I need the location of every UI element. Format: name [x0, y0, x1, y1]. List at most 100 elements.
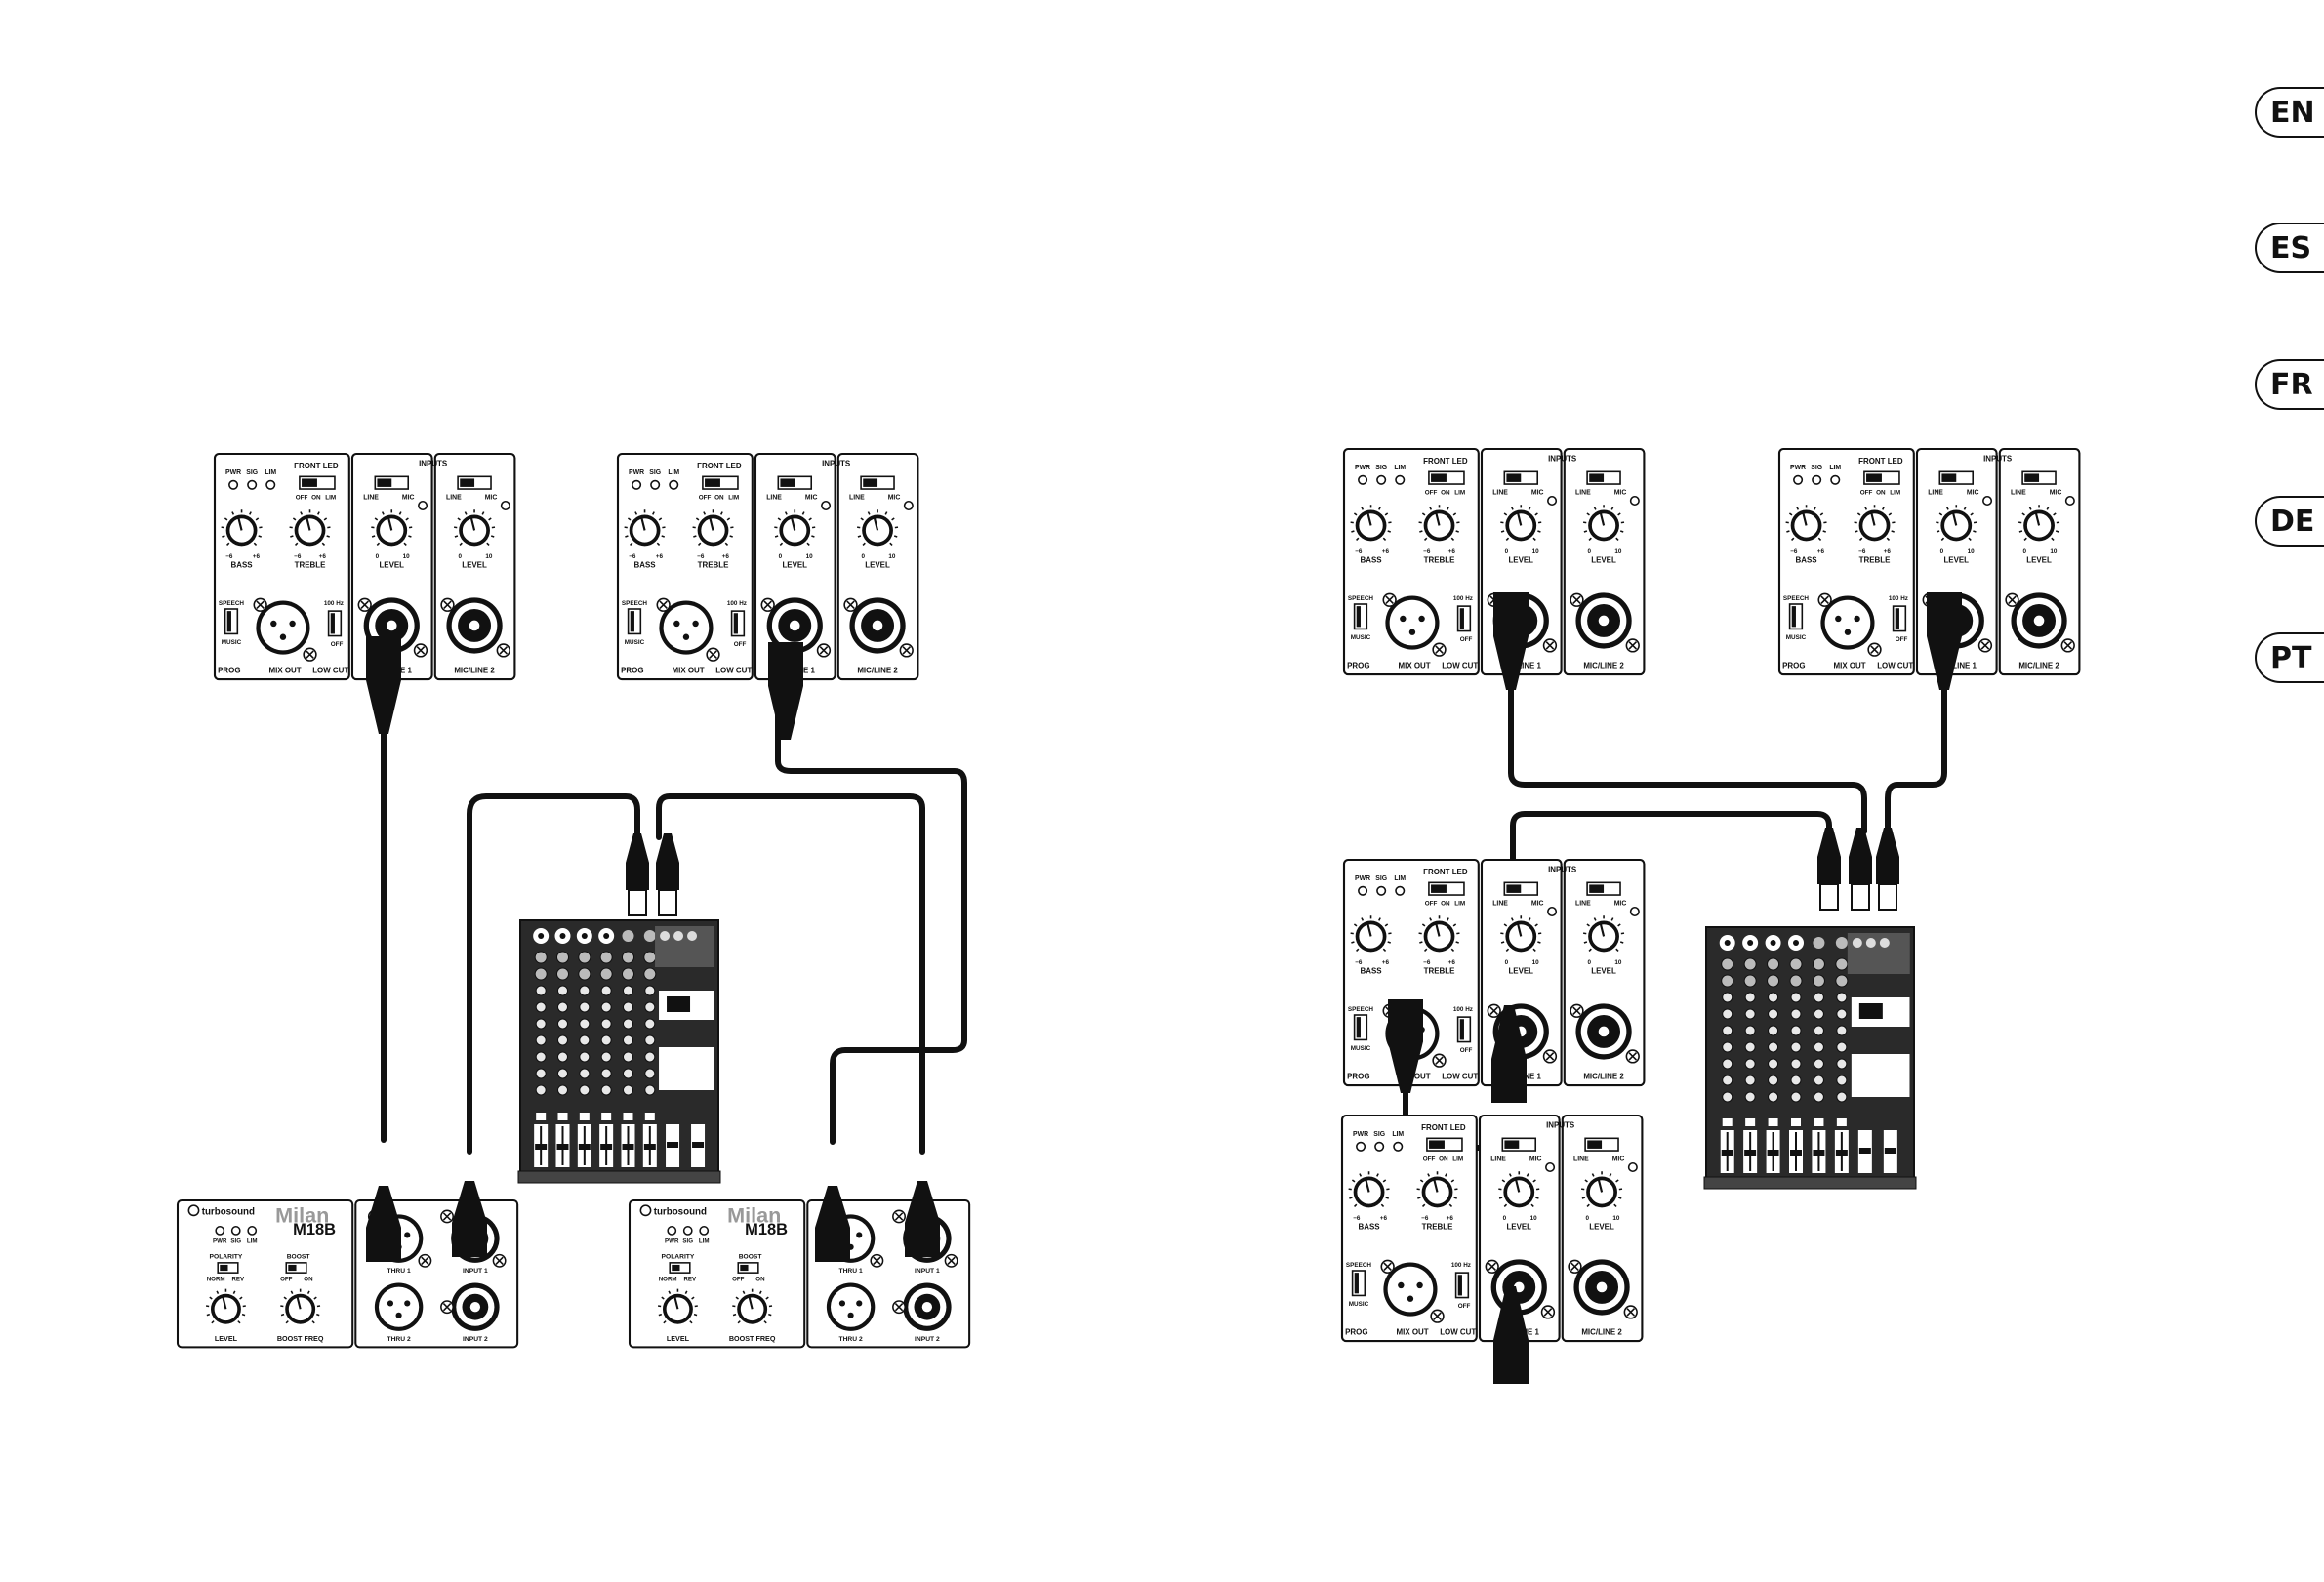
mixer-channel-knob [1791, 1026, 1801, 1035]
mixer-channel-knob [580, 1035, 590, 1045]
line-label: LINE [1492, 490, 1508, 497]
knob-tick [1584, 531, 1587, 532]
prog-label: PROG [1347, 1073, 1369, 1081]
switch-lever [740, 1265, 748, 1271]
mixer-channel-knob [601, 1085, 611, 1095]
panel-label: −6 [1421, 1215, 1429, 1222]
panel-label: −6 [1355, 959, 1363, 966]
mixer-fader-cap [535, 1144, 547, 1150]
plug-connector [1852, 884, 1869, 910]
panel-label: 10 [1530, 1215, 1538, 1222]
plug-body [905, 1181, 940, 1257]
panel-label: −6 [1858, 548, 1866, 555]
polarity-label: POLARITY [210, 1254, 243, 1261]
low-cut-freq-label: 100 Hz [1889, 595, 1908, 602]
mic-line-label: MIC/LINE 2 [2018, 662, 2059, 670]
mixer-channel-knob [580, 1019, 590, 1029]
mixer-channel-knob [536, 1019, 546, 1029]
mixer-channel-knob [1813, 958, 1824, 970]
panel-screw [358, 598, 371, 611]
mixer-main-right-plug-r [1876, 828, 1899, 910]
knob-tick [1456, 942, 1459, 943]
switch [1504, 471, 1537, 484]
switch-lever [1587, 1140, 1602, 1148]
led-label: LIM [1829, 465, 1841, 471]
mixer-channel-knob [644, 952, 656, 963]
mixer-channel-knob [536, 1085, 546, 1095]
panel-label: 0 [1585, 1215, 1589, 1222]
mixer-fader-cap [622, 1144, 633, 1150]
panel-screw [1383, 593, 1396, 606]
language-tab-pt[interactable]: PT [2255, 632, 2324, 683]
front-led-label: FRONT LED [1421, 1123, 1466, 1132]
mixer-mute-button [1837, 1118, 1847, 1126]
knob-tick [1454, 1197, 1457, 1198]
mixer-channel-knob [1837, 1075, 1847, 1085]
switch-lever [1506, 884, 1521, 892]
led-indicator [632, 481, 640, 489]
switch [1458, 1017, 1471, 1041]
mixer-main-left-plug-r [1849, 828, 1872, 910]
xlr-pin [280, 634, 286, 640]
mic-line-label: MIC/LINE 2 [1583, 1073, 1624, 1081]
switch-lever [1941, 473, 1956, 481]
mixer-fader-cap [1813, 1150, 1824, 1156]
knob-tick [1388, 531, 1391, 532]
knob-tick [1537, 942, 1540, 943]
model-label: M18B [293, 1221, 336, 1238]
switch-lever [1460, 1019, 1464, 1039]
xlr-pin [839, 1300, 845, 1306]
language-tab-es[interactable]: ES [2255, 223, 2324, 273]
switch [375, 476, 408, 489]
panel-label: −6 [1423, 548, 1431, 555]
knob-tick [207, 1315, 210, 1316]
music-label: MUSIC [222, 639, 242, 646]
level-label: LEVEL [1943, 556, 1969, 565]
panel-label: −6 [225, 553, 233, 560]
language-tab-de[interactable]: DE [2255, 496, 2324, 547]
prog-label: PROG [1782, 662, 1805, 670]
xlr-pin [404, 1300, 410, 1306]
led-label: SIG [649, 469, 661, 476]
mic-label: MIC [805, 495, 818, 502]
mixer-channel-knob [536, 1052, 546, 1062]
inputs-label: INPUTS [1983, 455, 2012, 464]
panel-label: 10 [485, 553, 493, 560]
mixer-channel-knob [579, 968, 591, 980]
language-tab-en[interactable]: EN [2255, 87, 2324, 138]
sub-level-label: LEVEL [215, 1334, 238, 1343]
sub-left-input-plug [452, 1181, 487, 1257]
panel-label: 10 [1614, 548, 1622, 555]
knob-tick [327, 536, 330, 537]
mixer-channel-knob [1745, 993, 1755, 1002]
combo-hole [1599, 1027, 1610, 1037]
mixer-channel-knob [580, 1085, 590, 1095]
low-cut-off-label: OFF [1896, 636, 1908, 643]
mixer-channel-knob [1722, 975, 1733, 987]
switch-lever [1504, 1140, 1519, 1148]
speech-label: SPEECH [1346, 1262, 1372, 1269]
panel-label: 0 [458, 553, 462, 560]
led-label: PWR [213, 1237, 227, 1244]
knob-tick [1582, 1197, 1585, 1198]
panel-screw [893, 1210, 905, 1222]
knob-tick [222, 536, 224, 537]
knob-tick [1973, 531, 1976, 532]
level-label: LEVEL [379, 561, 404, 570]
front-led-position: LIM [1890, 490, 1900, 497]
panel-screw [1570, 593, 1583, 606]
switch-lever [1357, 606, 1361, 627]
switch-lever [1357, 1017, 1361, 1037]
boost-position: OFF [280, 1276, 293, 1282]
front-led-position: ON [311, 495, 321, 502]
mixer-channel-knob [1837, 1042, 1847, 1052]
knob-tick [1349, 1197, 1352, 1198]
language-tab-fr[interactable]: FR [2255, 359, 2324, 410]
brand-label: turbosound [202, 1206, 255, 1217]
low-cut-freq-label: 100 Hz [1453, 595, 1473, 602]
knob-tick [730, 536, 733, 537]
mixer-fader-cap [579, 1144, 591, 1150]
panel-label: 10 [1614, 959, 1622, 966]
polarity-position: NORM [659, 1276, 677, 1282]
